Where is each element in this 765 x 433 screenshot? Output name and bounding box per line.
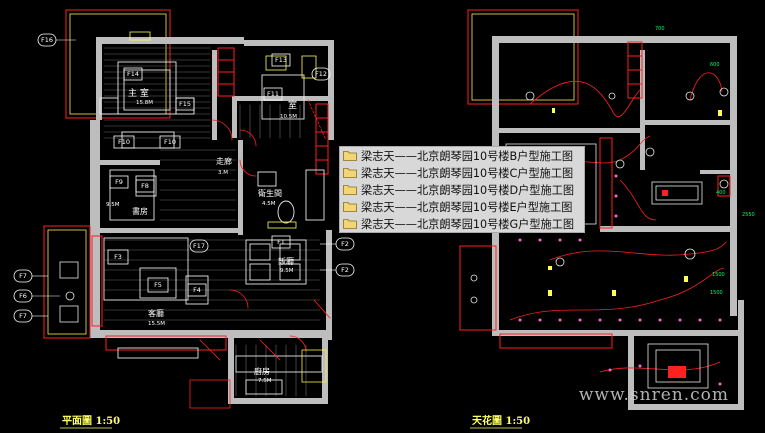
file-item[interactable]: 梁志天——北京朗琴园10号楼E户型施工图 bbox=[340, 198, 584, 215]
floor-plan bbox=[43, 9, 334, 409]
svg-text:F9: F9 bbox=[115, 178, 123, 186]
tag-marker: F10 bbox=[113, 135, 135, 149]
room-area: 9.5M bbox=[106, 202, 120, 208]
svg-text:F15: F15 bbox=[179, 100, 191, 108]
svg-text:1500: 1500 bbox=[712, 272, 725, 278]
tag-marker: F7 bbox=[13, 269, 33, 283]
tag-marker: F13 bbox=[271, 53, 291, 67]
room-labels: 主 室 15.8M 室 10.5M 走廊 3.M 書房 9.5M 衛生間 4.5… bbox=[106, 87, 297, 384]
svg-text:F1: F1 bbox=[277, 238, 285, 246]
folder-icon bbox=[343, 185, 357, 195]
folder-icon bbox=[343, 202, 357, 212]
folder-icon bbox=[343, 219, 357, 229]
room-name: 衛生間 bbox=[258, 188, 282, 198]
file-item-label: 梁志天——北京朗琴园10号楼C户型施工图 bbox=[361, 166, 574, 180]
tag-marker: F1 bbox=[271, 235, 291, 249]
room-area: 15.8M bbox=[136, 100, 153, 106]
room-area: 10.5M bbox=[280, 114, 297, 120]
room-name: 走廊 bbox=[216, 156, 232, 166]
tag-marker: F12 bbox=[311, 67, 331, 81]
tag-marker: F9 bbox=[109, 175, 129, 189]
tag-marker: F15 bbox=[175, 97, 195, 111]
svg-text:F8: F8 bbox=[141, 182, 149, 190]
elevation-tags: F16 F14 F15 F10 F10 F13 F12 F11 F9 F8 F3… bbox=[13, 33, 355, 323]
tag-marker: F7 bbox=[13, 309, 33, 323]
file-item[interactable]: 梁志天——北京朗琴园10号楼G户型施工图 bbox=[340, 215, 584, 232]
svg-text:F3: F3 bbox=[114, 253, 122, 261]
file-list: 梁志天——北京朗琴园10号楼B户型施工图 梁志天——北京朗琴园10号楼C户型施工… bbox=[339, 146, 585, 233]
tag-marker: F3 bbox=[107, 249, 129, 265]
room-name: 廚房 bbox=[254, 366, 270, 376]
folder-icon bbox=[343, 151, 357, 161]
room-name: 室 bbox=[288, 99, 297, 111]
file-item-label: 梁志天——北京朗琴园10号楼B户型施工图 bbox=[361, 149, 574, 163]
tag-marker: F16 bbox=[37, 33, 57, 47]
svg-text:400: 400 bbox=[716, 190, 726, 196]
folder-icon bbox=[343, 168, 357, 178]
file-item[interactable]: 梁志天——北京朗琴园10号楼D户型施工图 bbox=[340, 181, 584, 198]
file-item[interactable]: 梁志天——北京朗琴园10号楼B户型施工图 bbox=[340, 147, 584, 164]
room-name: 飯廳 bbox=[278, 256, 294, 266]
room-name: 客廳 bbox=[148, 308, 164, 318]
watermark: www.snren.com bbox=[578, 385, 729, 405]
room-name: 書房 bbox=[132, 206, 148, 216]
svg-text:F6: F6 bbox=[19, 292, 27, 300]
svg-text:700: 700 bbox=[655, 26, 665, 32]
tag-marker: F17 bbox=[189, 239, 209, 253]
tag-marker: F14 bbox=[123, 67, 143, 81]
room-area: 4.5M bbox=[262, 201, 276, 207]
floor-plan-title: 平面圖 1:50 bbox=[62, 415, 120, 427]
room-name: 主 室 bbox=[128, 87, 149, 99]
tag-marker: F6 bbox=[13, 289, 33, 303]
tag-marker: F11 bbox=[263, 87, 283, 101]
svg-text:F2: F2 bbox=[341, 266, 349, 274]
svg-text:F10: F10 bbox=[164, 138, 176, 146]
room-area: 3.M bbox=[218, 170, 228, 176]
svg-text:F2: F2 bbox=[341, 240, 349, 248]
svg-text:F5: F5 bbox=[154, 281, 162, 289]
file-item-label: 梁志天——北京朗琴园10号楼E户型施工图 bbox=[361, 200, 573, 214]
svg-text:F16: F16 bbox=[41, 36, 53, 44]
room-area: 9.5M bbox=[280, 268, 294, 274]
svg-text:F13: F13 bbox=[275, 56, 287, 64]
svg-text:2550: 2550 bbox=[742, 212, 755, 218]
svg-text:600: 600 bbox=[710, 62, 720, 68]
svg-text:F10: F10 bbox=[118, 138, 130, 146]
tag-marker: F4 bbox=[187, 283, 207, 297]
svg-text:F17: F17 bbox=[193, 242, 205, 250]
file-item-label: 梁志天——北京朗琴园10号楼G户型施工图 bbox=[361, 217, 575, 231]
svg-text:1500: 1500 bbox=[710, 290, 723, 296]
file-item[interactable]: 梁志天——北京朗琴园10号楼C户型施工图 bbox=[340, 164, 584, 181]
tag-marker: F2 bbox=[335, 237, 355, 251]
tag-marker: F10 bbox=[159, 135, 181, 149]
tag-marker: F8 bbox=[135, 179, 155, 193]
file-item-label: 梁志天——北京朗琴园10号楼D户型施工图 bbox=[361, 183, 575, 197]
tag-marker: F5 bbox=[147, 277, 169, 293]
room-area: 7.5M bbox=[258, 378, 272, 384]
svg-text:F11: F11 bbox=[267, 90, 279, 98]
svg-text:F7: F7 bbox=[19, 312, 27, 320]
svg-text:F14: F14 bbox=[127, 70, 139, 78]
ceiling-plan-title: 天花圖 1:50 bbox=[472, 414, 530, 427]
svg-text:F7: F7 bbox=[19, 272, 27, 280]
svg-text:F4: F4 bbox=[193, 286, 201, 294]
tag-marker: F2 bbox=[335, 263, 355, 277]
svg-text:F12: F12 bbox=[315, 70, 327, 78]
room-area: 15.5M bbox=[148, 321, 165, 327]
